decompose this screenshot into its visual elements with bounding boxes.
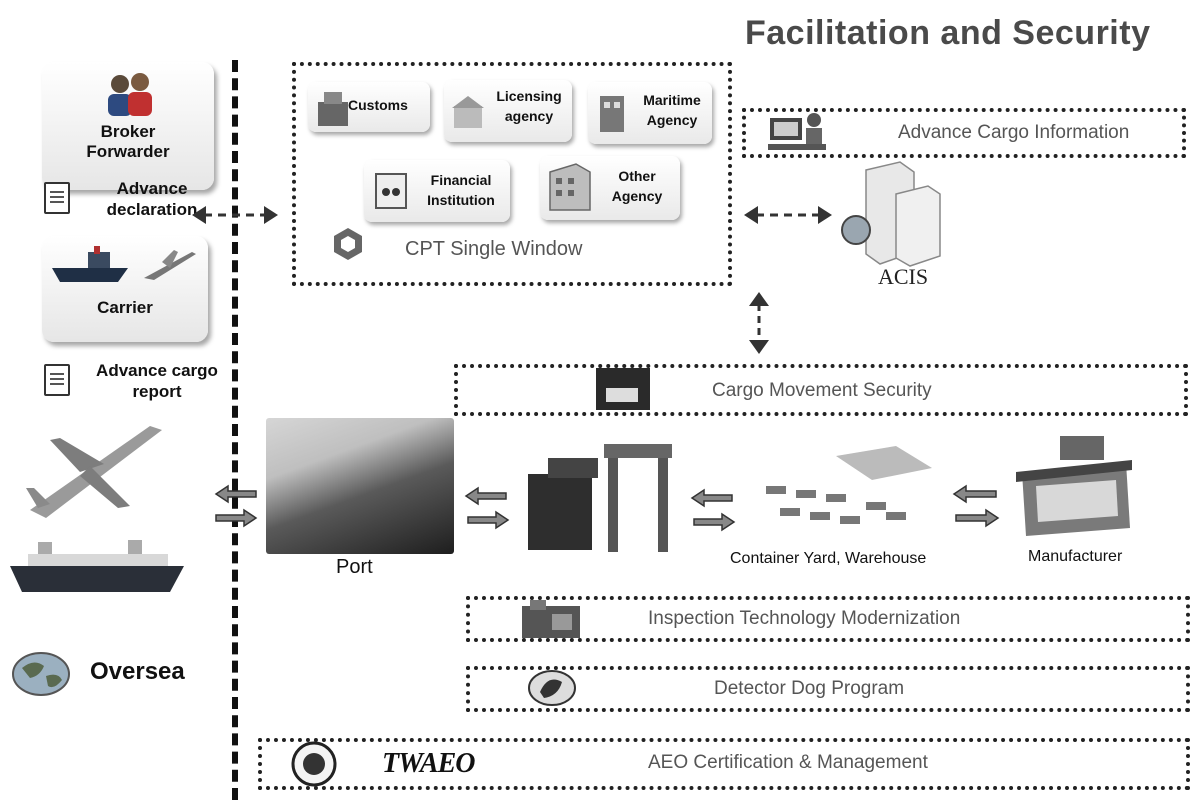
single-window-box: [292, 62, 732, 286]
carrier-card: Carrier: [42, 236, 208, 342]
cargo-seal-icon: [596, 368, 650, 410]
window-acis-exchange-arrow: [744, 206, 832, 224]
manufacturer-label: Manufacturer: [1028, 548, 1123, 565]
oversea-label: Oversea: [90, 658, 185, 685]
detector-dog-banner: [466, 666, 1190, 712]
twaeo-logo: TWAEO: [382, 748, 475, 779]
cargo-movement-security-banner: [454, 364, 1188, 416]
agency-licensing: Licensing agency: [444, 80, 572, 142]
computer-operator-icon: [768, 113, 826, 150]
broker-people-icon: [108, 73, 152, 116]
advance-declaration-label: Advance declaration: [106, 179, 198, 219]
licensing-building-icon: [452, 96, 484, 128]
agency-other: Other Agency: [540, 156, 680, 220]
customs-building-icon: [318, 92, 348, 126]
gate-yard-exchange-arrow: [690, 488, 736, 532]
diagram-title: Facilitation and Security: [745, 14, 1151, 52]
aeo-certification-label: AEO Certification & Management: [648, 752, 928, 773]
inspection-technology-label: Inspection Technology Modernization: [648, 608, 961, 629]
port-aerial-image: [266, 418, 454, 554]
customs-seal-icon: [291, 741, 337, 787]
single-window-logo-icon: [334, 228, 362, 260]
agency-customs: Customs: [308, 82, 430, 132]
airplane-icon: [144, 250, 196, 280]
cargo-ship-icon: [10, 540, 184, 592]
declaration-exchange-arrow: [192, 206, 278, 224]
advance-declaration-doc-icon: [44, 182, 70, 214]
single-window-label: CPT Single Window: [405, 238, 583, 260]
factory-icon: [1016, 436, 1132, 536]
maritime-building-icon: [600, 96, 624, 132]
acis-cargo-vertical-arrow: [749, 292, 769, 354]
inspection-scanner-icon: [522, 600, 580, 638]
ship-icon: [52, 246, 128, 282]
port-gate-exchange-arrow: [464, 486, 510, 530]
border-divider: [232, 60, 238, 800]
cargo-movement-security-label: Cargo Movement Security: [712, 380, 932, 401]
detector-dog-label: Detector Dog Program: [714, 678, 905, 699]
container-scanner-gate-icon: [528, 444, 672, 552]
broker-forwarder-card: Broker Forwarder: [42, 62, 214, 190]
yard-manufacturer-exchange-arrow: [952, 484, 1000, 528]
financial-building-icon: [375, 173, 407, 209]
advance-cargo-information-banner: [742, 108, 1186, 158]
globe-icon: [12, 652, 70, 696]
container-yard-icon: [766, 446, 932, 524]
container-yard-label: Container Yard, Warehouse: [730, 550, 927, 567]
inspection-technology-banner: [466, 596, 1190, 642]
detector-dog-badge-icon: [528, 670, 576, 706]
airliner-icon: [26, 426, 162, 518]
oversea-port-exchange-arrow: [214, 484, 258, 528]
port-label: Port: [336, 556, 373, 578]
acis-label: ACIS: [878, 264, 929, 289]
aeo-certification-banner: [258, 738, 1190, 790]
agency-maritime: Maritime Agency: [588, 82, 712, 144]
advance-cargo-report-doc-icon: [44, 364, 70, 396]
acis-server-icon: [841, 161, 941, 267]
advance-cargo-report-label: Advance cargo report: [96, 361, 218, 401]
office-building-icon: [549, 163, 591, 211]
carrier-label: Carrier: [97, 298, 153, 317]
agency-financial: Financial Institution: [364, 160, 510, 222]
advance-cargo-information-label: Advance Cargo Information: [898, 122, 1130, 143]
broker-forwarder-label: Broker Forwarder: [86, 122, 170, 161]
